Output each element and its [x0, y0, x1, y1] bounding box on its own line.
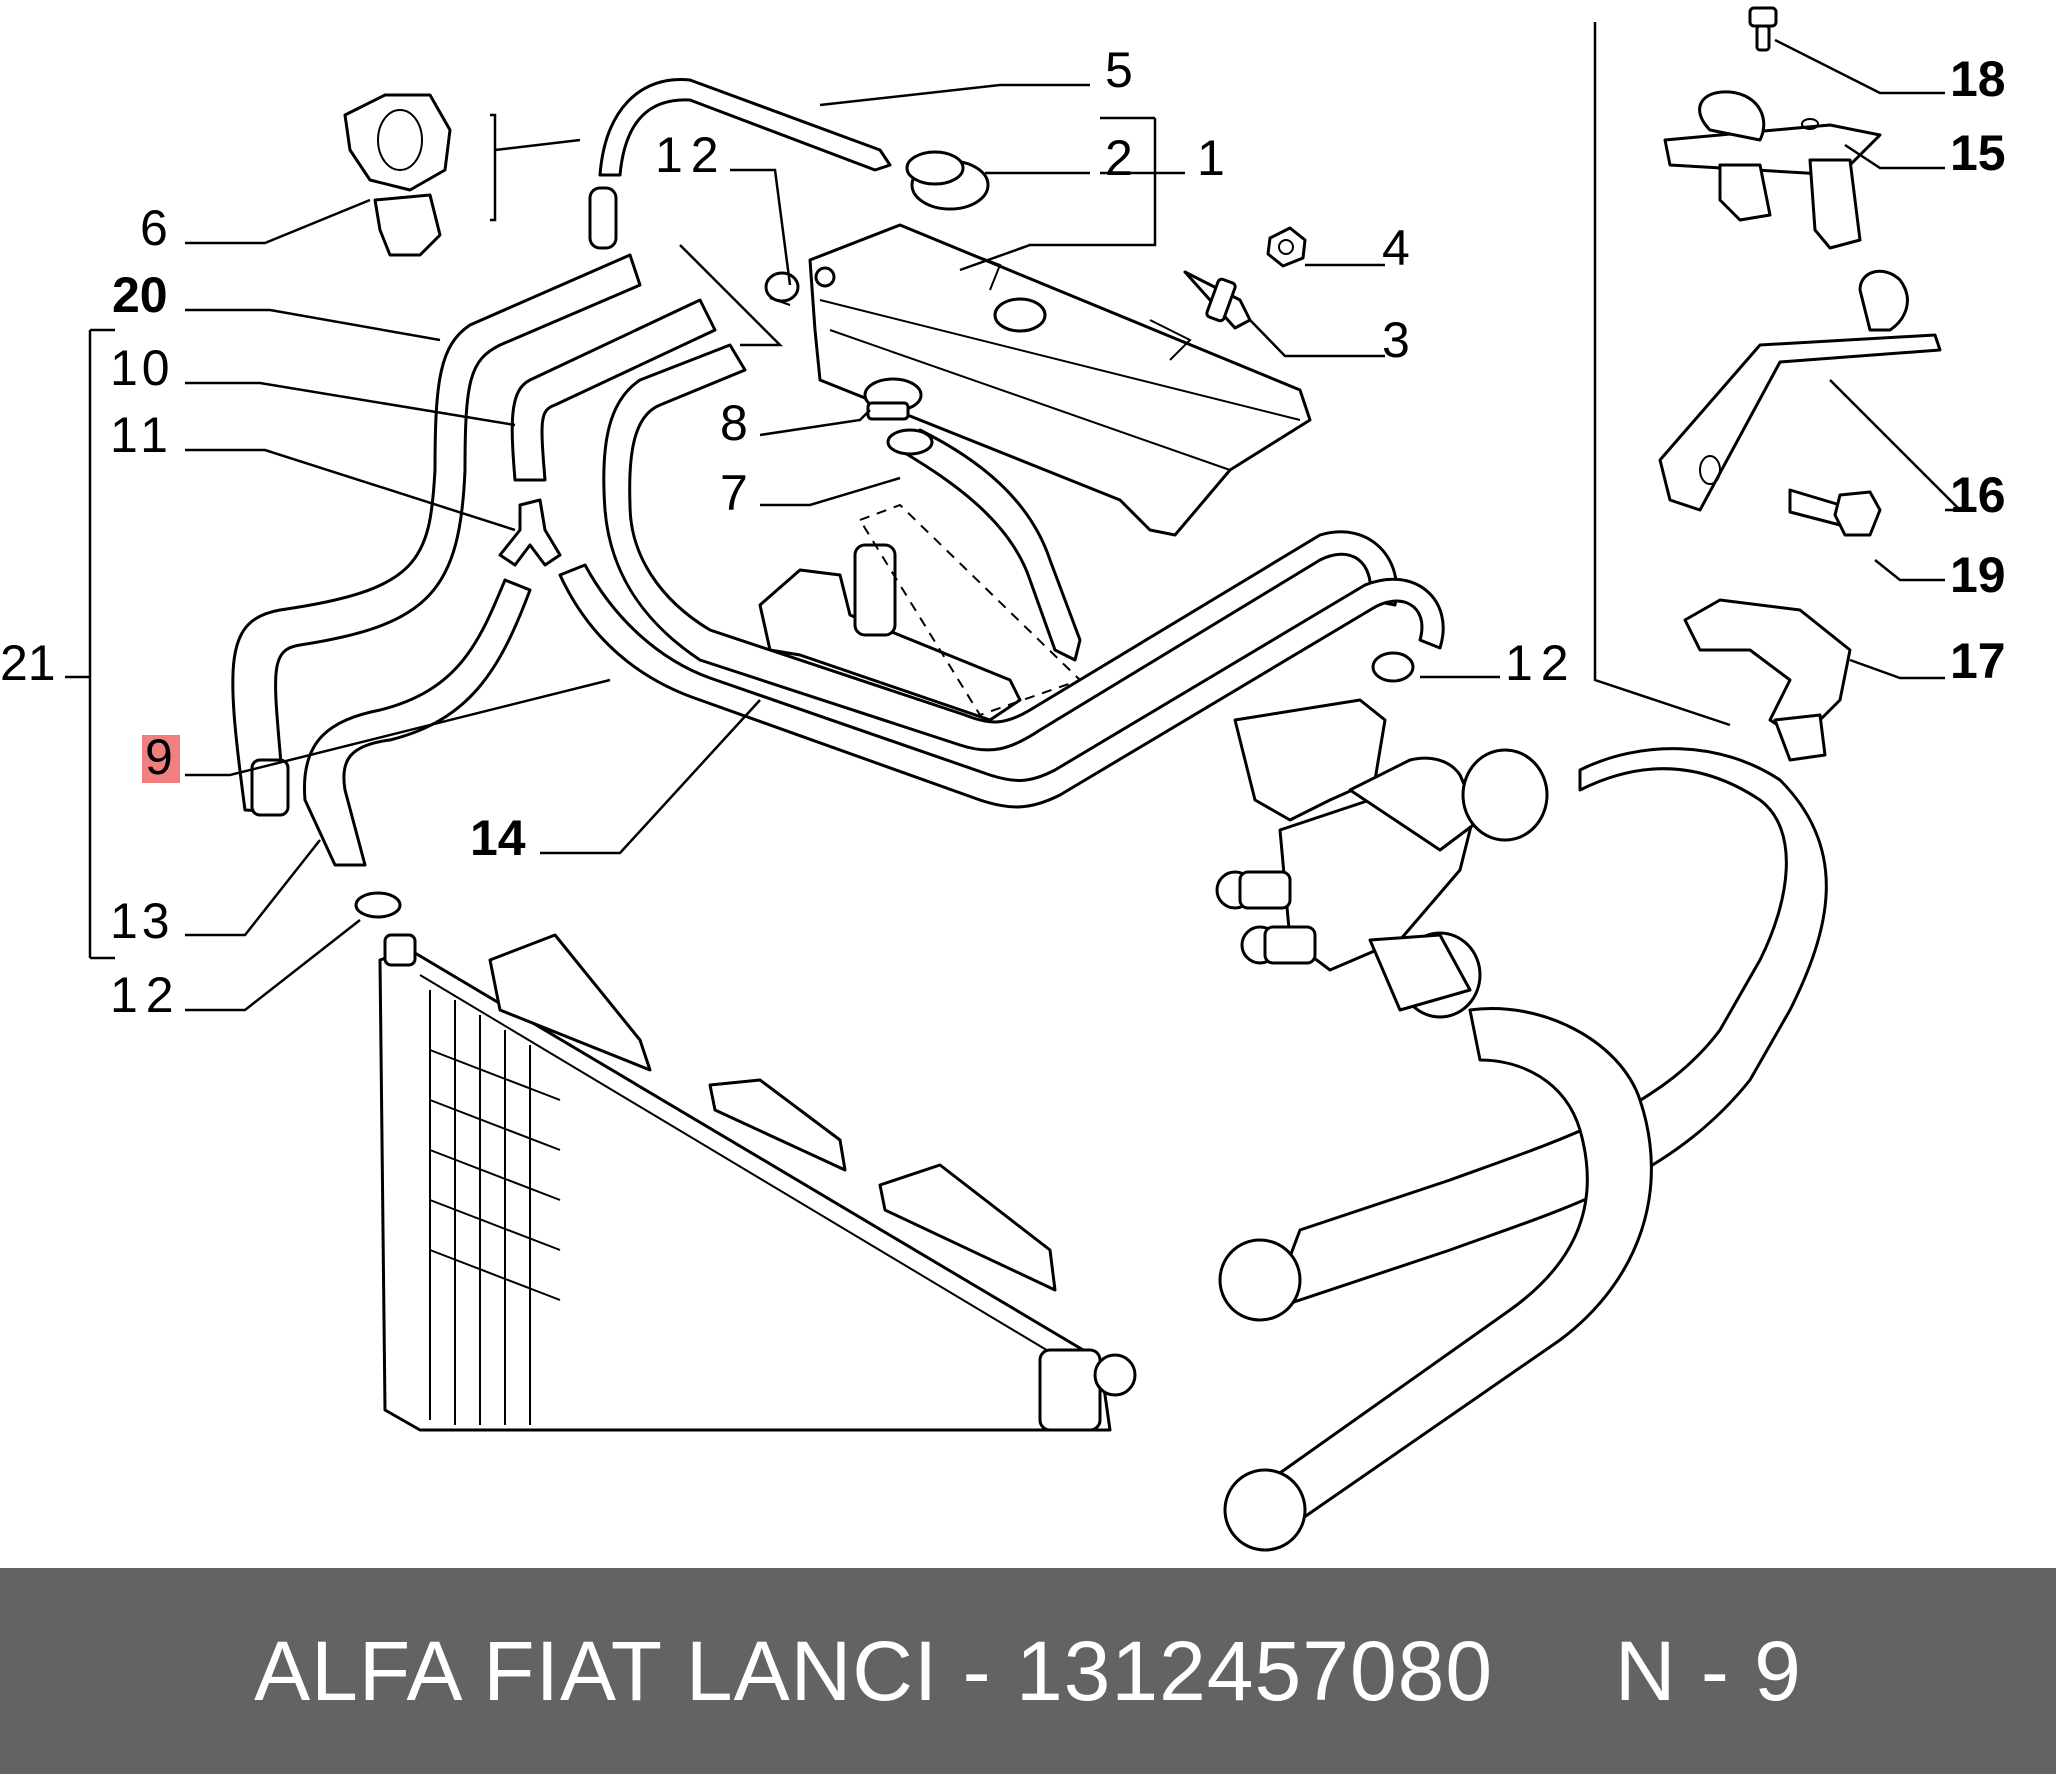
tank-cap	[905, 150, 990, 211]
clamp-12-top	[764, 271, 800, 306]
position-label: N - 9	[1614, 1623, 1802, 1718]
clip-20	[1683, 598, 1852, 762]
callout-labels: 5 2 1 4 3 12 6 20 10 11 21 9 13 12 14 8 …	[0, 42, 2006, 1023]
footer-caption: ALFA FIAT LANCI - 1312457080 N - 9	[254, 1623, 1802, 1720]
nut-4	[1266, 226, 1307, 268]
callout-4: 4	[1382, 220, 1410, 276]
callout-12-right: 12	[1505, 635, 1577, 691]
callout-12-top: 12	[655, 127, 727, 183]
screw-3	[1183, 270, 1252, 330]
clamp-12-right	[1371, 651, 1415, 683]
callout-16: 15	[1950, 125, 2006, 181]
part-number-footer: ALFA FIAT LANCI - 1312457080 N - 9	[0, 1568, 2056, 1774]
y-fitting-11	[498, 498, 562, 567]
hose-7	[886, 428, 1082, 662]
hose-13	[302, 578, 532, 867]
separator: -	[938, 1623, 1016, 1718]
callout-21: 21	[0, 635, 56, 691]
callout-8: 8	[720, 395, 748, 451]
callout-18: 18	[1950, 51, 2006, 107]
leader-lines	[65, 38, 1964, 1012]
outlet-pipe	[758, 503, 1082, 722]
callout-3: 3	[1382, 312, 1410, 368]
callout-11: 11	[110, 407, 174, 463]
callout-15: 14	[470, 810, 526, 866]
callout-13: 13	[110, 893, 174, 949]
callout-2: 2	[1105, 130, 1133, 186]
screw-18	[1748, 6, 1778, 52]
callout-12-bottom: 12	[110, 967, 182, 1023]
bracket-16	[1663, 90, 1882, 250]
callout-1: 1	[1197, 130, 1225, 186]
brand-label: ALFA FIAT LANCI	[254, 1623, 939, 1718]
highlight-9	[142, 735, 180, 783]
callout-17: 16	[1950, 467, 2006, 523]
bracket-17	[1658, 269, 1942, 512]
callout-7: 7	[720, 465, 748, 521]
radiator	[378, 933, 1137, 1432]
bolt-19	[1788, 488, 1882, 537]
callout-5: 5	[1105, 42, 1133, 98]
hose-5	[588, 78, 892, 250]
clip-6	[343, 93, 452, 257]
hose-15	[558, 343, 1445, 809]
large-hose-upper	[1218, 747, 1828, 1322]
clamp-12-bottom	[354, 891, 402, 919]
callout-14: 20	[112, 267, 168, 323]
large-hose-lower	[1223, 1007, 1653, 1552]
thermostat-housing	[1215, 698, 1549, 1019]
hose-9	[250, 758, 290, 817]
part-number: 1312457080	[1015, 1623, 1494, 1718]
callout-20: 17	[1950, 633, 2006, 689]
panel-border	[1593, 22, 1731, 727]
callout-9: 9	[145, 729, 173, 785]
callout-19: 19	[1950, 547, 2006, 603]
callout-10: 10	[110, 340, 174, 396]
parts-diagram: 5 2 1 4 3 12 6 20 10 11 21 9 13 12 14 8 …	[0, 6, 2006, 1552]
expansion-tank	[808, 223, 1312, 537]
callout-6: 6	[140, 200, 168, 256]
hose-10	[510, 298, 717, 482]
spacer	[1493, 1624, 1615, 1718]
